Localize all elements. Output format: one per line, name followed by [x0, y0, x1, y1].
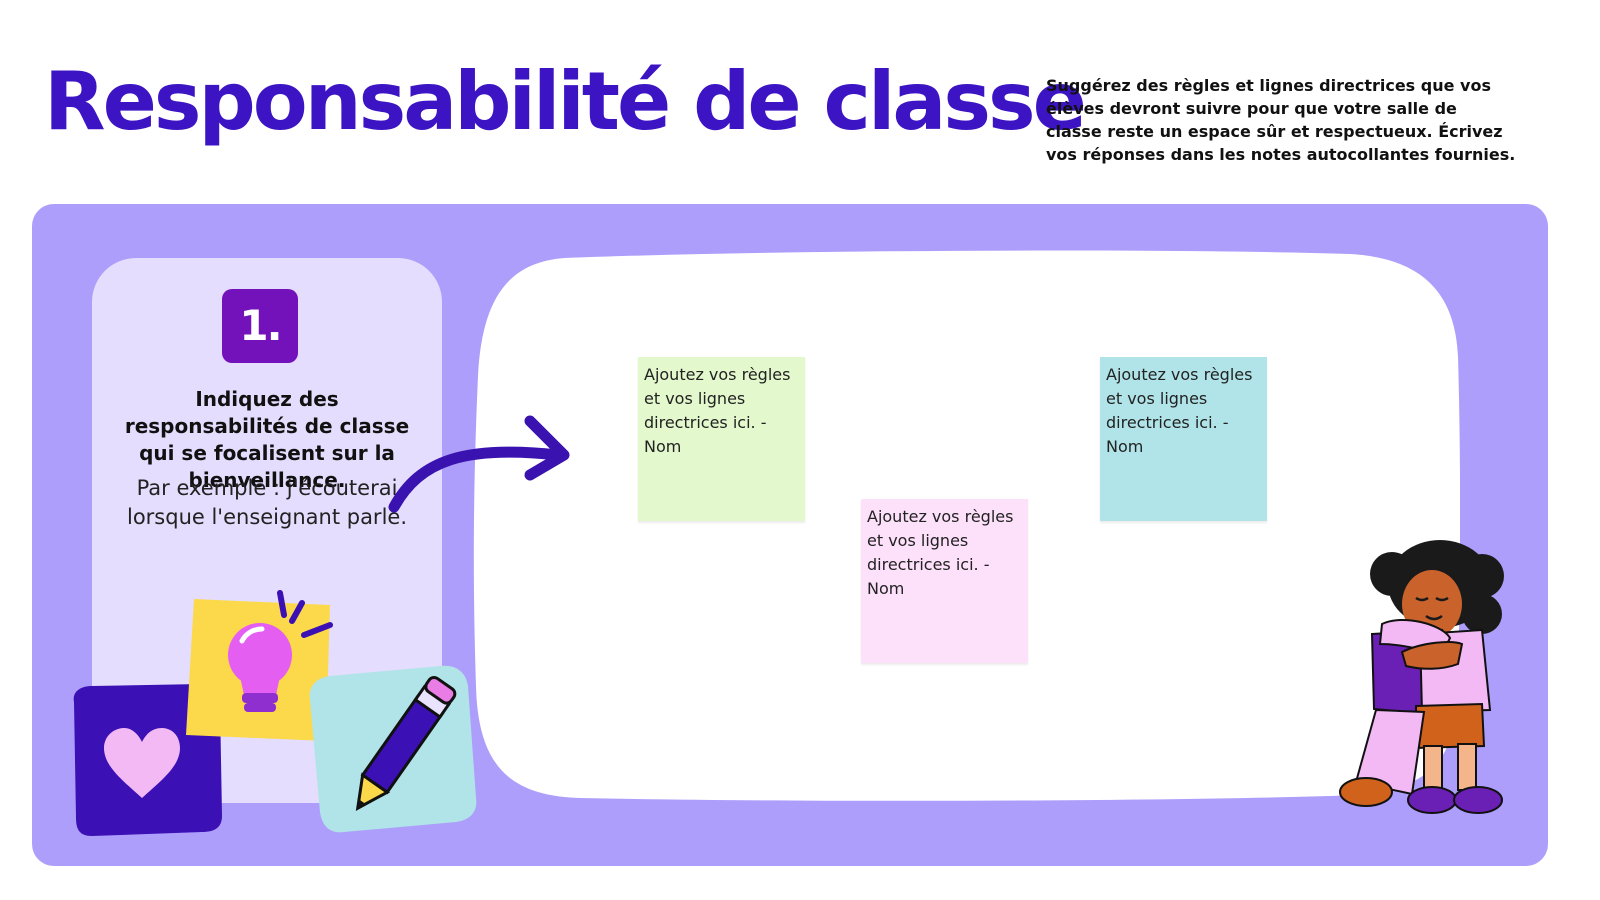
step-example: Par exemple : j'écouterai lorsque l'ense… — [126, 476, 407, 529]
sticky-note[interactable]: Ajoutez vos règles et vos lignes directr… — [638, 357, 805, 521]
step-number-badge: 1. — [222, 289, 298, 363]
instructions-text: Suggérez des règles et lignes directrice… — [1046, 76, 1516, 164]
pencil-icon — [309, 665, 477, 833]
hugging-child-illustration — [1339, 540, 1504, 814]
page-title: Responsabilité de classe — [44, 55, 1087, 148]
lightbulb-icon — [186, 590, 333, 741]
sticky-note[interactable]: Ajoutez vos règles et vos lignes directr… — [861, 499, 1028, 663]
arrow-icon — [388, 415, 570, 513]
step-prompt: Indiquez des responsabilités de classe q… — [124, 387, 410, 492]
sticky-note[interactable]: Ajoutez vos règles et vos lignes directr… — [1100, 357, 1267, 521]
heart-icon — [73, 684, 222, 836]
